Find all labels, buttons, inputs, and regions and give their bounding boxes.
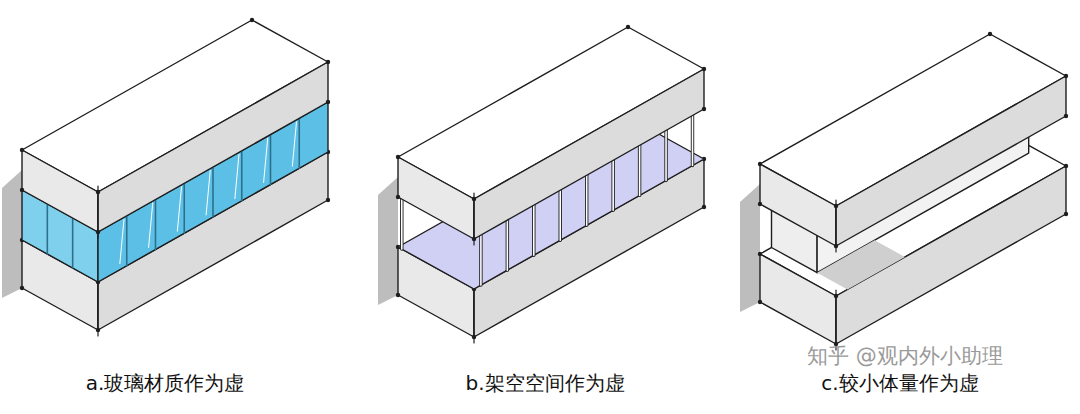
column [401, 199, 403, 249]
building-slab [98, 62, 328, 232]
column [639, 145, 641, 195]
corner-dot [396, 195, 400, 199]
mullion [120, 219, 124, 263]
sketch-stroke [473, 283, 474, 343]
watermark: 知乎 @观内外小助理 [807, 342, 1003, 370]
corner-dot [20, 286, 24, 290]
building-slab [22, 150, 98, 232]
column [586, 175, 588, 225]
cast-shadow [2, 170, 22, 298]
corner-dot [326, 100, 330, 104]
column [506, 220, 509, 270]
caption: a.玻璃材质作为虚 [86, 370, 245, 397]
column [612, 160, 614, 210]
mullion [298, 118, 300, 168]
mullion [235, 154, 239, 198]
column [691, 116, 694, 166]
column [480, 235, 482, 285]
sketch-stroke [97, 186, 98, 238]
corner-dot [1064, 164, 1068, 168]
column [611, 160, 614, 210]
corner-dot [758, 252, 762, 256]
corner-dot [250, 18, 254, 22]
corner-dot [1064, 74, 1068, 78]
mullion [241, 151, 243, 201]
column [533, 205, 535, 255]
mullion [149, 203, 153, 247]
column [664, 130, 667, 180]
corner-dot [702, 205, 706, 209]
mullion [264, 138, 268, 182]
corner-dot [326, 60, 330, 64]
corner-dot [1064, 212, 1068, 216]
mullion [177, 187, 181, 231]
corner-dot [1064, 114, 1068, 118]
building-slab [474, 69, 704, 239]
mullion [292, 122, 296, 166]
mullion [155, 200, 157, 250]
corner-dot [20, 188, 24, 192]
corner-dot [396, 293, 400, 297]
mullion [212, 167, 214, 217]
column [692, 116, 694, 166]
corner-dot [702, 67, 706, 71]
corner-dot [626, 25, 630, 29]
building-slab [398, 157, 474, 239]
column [638, 145, 641, 195]
corner-dot [702, 107, 706, 111]
column [400, 199, 403, 249]
column [507, 220, 509, 270]
sketch-stroke [835, 290, 836, 350]
column [665, 130, 667, 180]
corner-dot [326, 198, 330, 202]
column [585, 175, 588, 225]
cast-shadow [817, 240, 905, 289]
corner-dot [20, 148, 24, 152]
cast-shadow [378, 177, 398, 305]
column [559, 190, 562, 240]
mullion [126, 216, 128, 266]
corner-dot [396, 155, 400, 159]
caption: b.架空空间作为虚 [465, 370, 624, 397]
mullion [270, 135, 272, 185]
mullion [47, 204, 49, 254]
cast-shadow [740, 184, 760, 312]
column [532, 205, 535, 255]
corner-dot [758, 162, 762, 166]
column [479, 235, 482, 285]
sketch-stroke [97, 276, 98, 336]
mullion [206, 171, 210, 215]
building-slab [760, 164, 836, 246]
sketch-stroke [835, 200, 836, 252]
sketch-stroke [473, 193, 474, 245]
corner-dot [758, 300, 762, 304]
building-slab [836, 76, 1066, 246]
mullion [72, 218, 74, 268]
column [559, 190, 561, 240]
mullion [183, 183, 185, 233]
corner-dot [758, 202, 762, 206]
corner-dot [988, 32, 992, 36]
caption: c.较小体量作为虚 [821, 370, 978, 397]
